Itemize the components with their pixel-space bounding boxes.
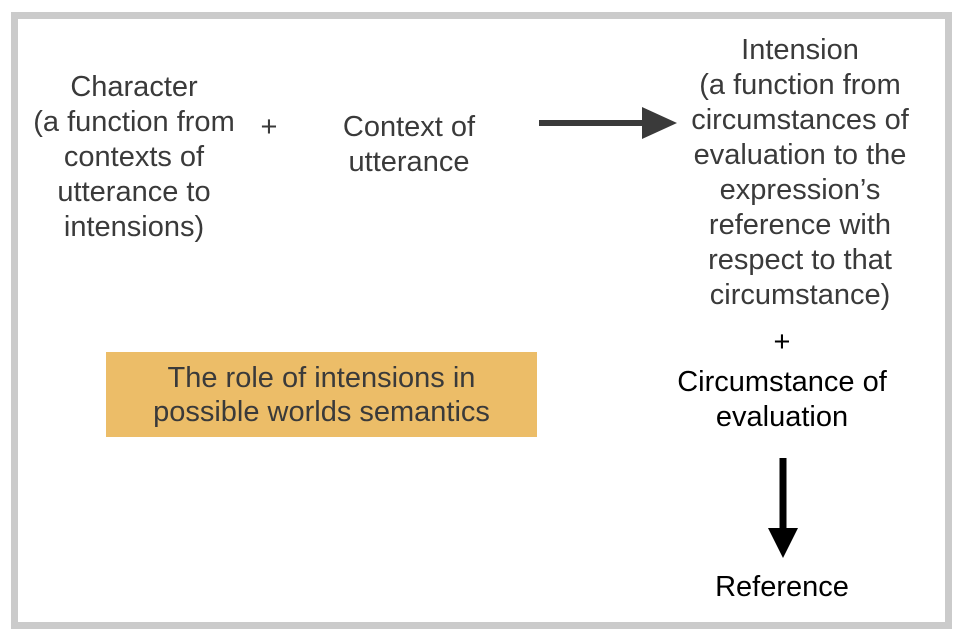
reference-node: Reference — [715, 571, 849, 603]
plus-operator-top: + — [260, 111, 278, 143]
context-of-utterance-node: Context of utterance — [342, 111, 476, 178]
down-arrow-icon — [768, 458, 798, 558]
plus-operator-right: + — [773, 326, 791, 358]
character-node: Character (a function from contexts of u… — [33, 71, 235, 243]
circumstance-of-evaluation-node: Circumstance of evaluation — [677, 366, 887, 433]
caption-text: The role of intensions in possible world… — [153, 361, 490, 428]
intension-node: Intension (a function from circumstances… — [691, 34, 909, 311]
caption-box: The role of intensions in possible world… — [106, 352, 537, 437]
right-arrow-icon — [539, 107, 677, 139]
diagram-frame — [11, 12, 952, 629]
